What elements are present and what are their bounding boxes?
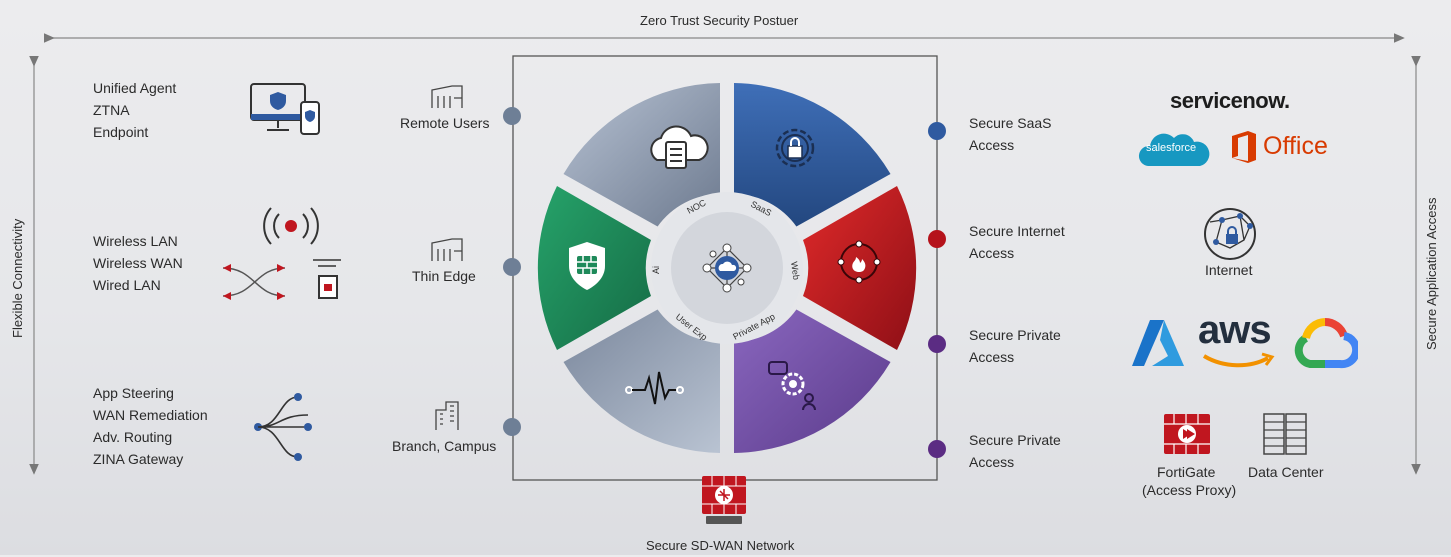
- access-dot: [928, 122, 946, 140]
- waveform-icon: [625, 371, 684, 405]
- site-label-thin-edge: Thin Edge: [412, 268, 476, 284]
- inner-label-ai: Ai: [651, 266, 661, 274]
- left-axis-label: Flexible Connectivity: [10, 218, 25, 338]
- branching-paths-icon: [254, 393, 312, 461]
- left-group-endpoint: Unified Agent ZTNA Endpoint: [93, 77, 176, 143]
- security-wheel: NOC SaaS Web Private App User Exp Ai: [537, 83, 917, 453]
- access-line: Secure Internet: [969, 223, 1065, 239]
- left-group-routing: App Steering WAN Remediation Adv. Routin…: [93, 382, 208, 470]
- access-line: Secure SaaS: [969, 115, 1052, 131]
- gear-lock-icon: [775, 128, 815, 168]
- endpoint-devices-icon: [250, 83, 320, 135]
- left-group-line: WAN Remediation: [93, 407, 208, 423]
- access-internet: Secure Internet Access: [969, 220, 1065, 264]
- left-group-line: Adv. Routing: [93, 429, 173, 445]
- salesforce-logo-text: salesforce: [1146, 142, 1197, 154]
- servicenow-logo: servicenow.: [1170, 88, 1290, 113]
- building-icon: [431, 85, 463, 108]
- site-dot: [503, 107, 521, 125]
- segment-private-app: [734, 309, 891, 453]
- azure-logo-icon: [1132, 320, 1184, 366]
- connector-dots: [503, 107, 946, 458]
- access-dot: [928, 230, 946, 248]
- access-dot: [928, 335, 946, 353]
- access-saas: Secure SaaS Access: [969, 112, 1052, 156]
- wireless-icon: [222, 207, 341, 300]
- left-group-line: ZTNA: [93, 102, 130, 118]
- fortigate-icon: [1164, 414, 1210, 454]
- site-dot: [503, 418, 521, 436]
- site-label-branch-campus: Branch, Campus: [392, 438, 497, 454]
- internet-globe-icon: [1204, 208, 1256, 260]
- left-group-line: Wireless LAN: [93, 233, 178, 249]
- left-group-line: Wireless WAN: [93, 255, 183, 271]
- data-center-label: Data Center: [1248, 464, 1324, 480]
- fortigate-label-line-2: (Access Proxy): [1142, 482, 1237, 498]
- left-group-line: Endpoint: [93, 124, 149, 140]
- right-axis-label: Secure Application Access: [1424, 197, 1439, 350]
- access-line: Access: [969, 137, 1015, 153]
- data-center-icon: [1263, 413, 1307, 455]
- office-tower-icon: [435, 401, 459, 430]
- access-private-2: Secure Private Access: [969, 429, 1061, 473]
- cloud-network-icon: [702, 243, 752, 293]
- office-logo-text: Office: [1263, 132, 1328, 160]
- top-axis-label: Zero Trust Security Postuer: [640, 13, 799, 28]
- segment-user-exp: [563, 309, 720, 453]
- office-logo-icon: [1232, 131, 1256, 163]
- access-line: Secure Private: [969, 432, 1061, 448]
- gear-user-icon: [768, 361, 816, 411]
- network-fire-icon: [837, 240, 881, 284]
- left-group-line: Unified Agent: [93, 80, 177, 96]
- shield-firewall-icon: [569, 242, 605, 290]
- salesforce-cloud-icon: [1138, 133, 1210, 166]
- aws-smile-icon: [1202, 352, 1275, 368]
- access-line: Access: [969, 454, 1015, 470]
- access-private-1: Secure Private Access: [969, 324, 1061, 368]
- left-group-line: App Steering: [93, 385, 174, 401]
- site-dot: [503, 258, 521, 276]
- wheel-segments: [537, 83, 917, 453]
- segment-saas: [734, 83, 891, 227]
- segment-noc: [563, 83, 720, 227]
- access-line: Secure Private: [969, 327, 1061, 343]
- internet-label: Internet: [1205, 262, 1253, 278]
- bottom-label: Secure SD-WAN Network: [646, 538, 795, 553]
- site-label-remote-users: Remote Users: [400, 115, 490, 131]
- left-group-line: ZINA Gateway: [93, 451, 184, 467]
- google-cloud-icon: [1294, 318, 1358, 369]
- aws-logo-text: aws: [1198, 308, 1272, 352]
- inner-label-web: Web: [789, 261, 801, 281]
- access-dot: [928, 440, 946, 458]
- cloud-clipboard-icon: [650, 125, 709, 169]
- left-group-line: Wired LAN: [93, 277, 161, 293]
- fortigate-label-line-1: FortiGate: [1157, 464, 1216, 480]
- building-icon: [431, 238, 463, 261]
- access-line: Access: [969, 245, 1015, 261]
- access-line: Access: [969, 349, 1015, 365]
- sdwan-appliance-icon: [702, 476, 746, 524]
- left-group-wireless: Wireless LAN Wireless WAN Wired LAN: [93, 230, 183, 296]
